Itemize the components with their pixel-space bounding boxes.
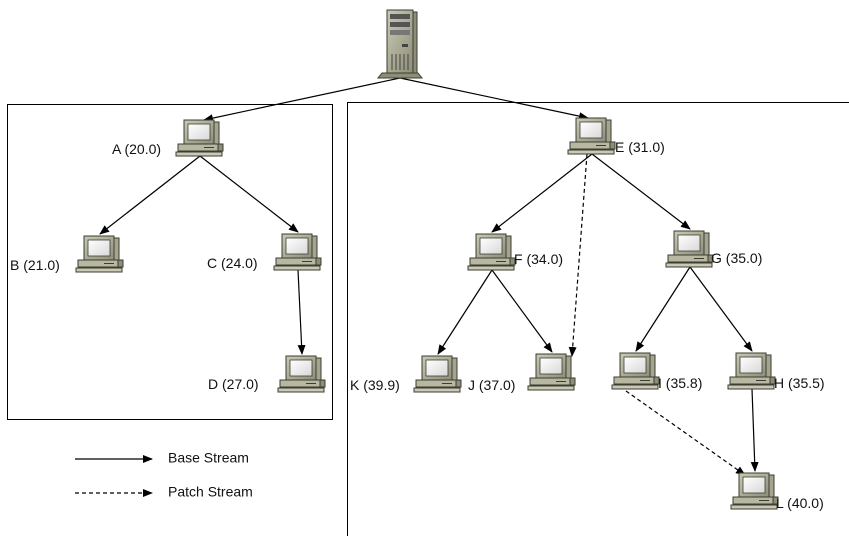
nodes-layer: A (20.0) B (21.0) C (24.0) D (27.0) E (31.0)… [10, 117, 825, 511]
node-c: C (24.0) [207, 233, 322, 271]
edge-base-f-k [437, 269, 493, 355]
node-g: G (35.0) [665, 230, 762, 268]
legend-patch-label: Patch Stream [168, 484, 253, 500]
node-k: K (39.9) [350, 355, 462, 393]
edge-base-f-j [491, 269, 553, 353]
computer-icon [727, 352, 776, 390]
node-label: A (20.0) [112, 141, 161, 157]
edge-base-a-b [99, 155, 201, 235]
right-group-box [347, 102, 849, 536]
node-label: J (37.0) [468, 377, 515, 393]
computer-icon [527, 353, 576, 391]
node-a: A (20.0) [112, 119, 224, 157]
node-label: I (35.8) [658, 375, 702, 391]
computer-icon [665, 230, 714, 268]
computer-icon [75, 235, 124, 273]
edge-patch-e-j [568, 153, 588, 357]
node-j: J (37.0) [468, 353, 576, 393]
edge-base-g-i [635, 266, 691, 352]
node-h: H (35.5) [727, 352, 825, 391]
node-label: B (21.0) [10, 257, 60, 273]
left-group-box [7, 104, 333, 420]
edge-base-e-f [491, 153, 593, 233]
computer-icon [467, 233, 516, 271]
edge-base-a-c [199, 155, 299, 233]
node-label: C (24.0) [207, 255, 258, 271]
edge-base-c-d [297, 269, 306, 355]
edge-base-g-h [689, 266, 753, 352]
node-label: E (31.0) [615, 139, 665, 155]
computer-icon [175, 119, 224, 157]
node-label: L (40.0) [776, 495, 824, 511]
edge-base-h-l [750, 388, 759, 472]
node-e: E (31.0) [567, 117, 665, 155]
node-l: L (40.0) [730, 472, 824, 511]
node-b: B (21.0) [10, 235, 124, 273]
computer-icon [413, 355, 462, 393]
computer-icon [730, 472, 779, 510]
computer-icon [611, 352, 660, 390]
edge-base-server-a [203, 77, 401, 123]
node-label: K (39.9) [350, 377, 400, 393]
node-d: D (27.0) [208, 355, 326, 393]
server-icon [376, 9, 424, 79]
node-f: F (34.0) [467, 233, 563, 271]
legend: Base Stream Patch Stream [75, 450, 253, 500]
node-label: H (35.5) [774, 375, 825, 391]
edge-base-e-g [591, 153, 691, 230]
node-label: F (34.0) [514, 251, 563, 267]
legend-base-label: Base Stream [168, 450, 249, 466]
node-label: D (27.0) [208, 376, 259, 392]
computer-icon [273, 233, 322, 271]
computer-icon [567, 117, 616, 155]
node-label: G (35.0) [711, 250, 762, 266]
computer-icon [277, 355, 326, 393]
edges-layer [99, 77, 759, 476]
edge-patch-i-l [625, 390, 746, 476]
node-i: I (35.8) [611, 352, 702, 391]
edge-base-server-e [399, 77, 589, 121]
